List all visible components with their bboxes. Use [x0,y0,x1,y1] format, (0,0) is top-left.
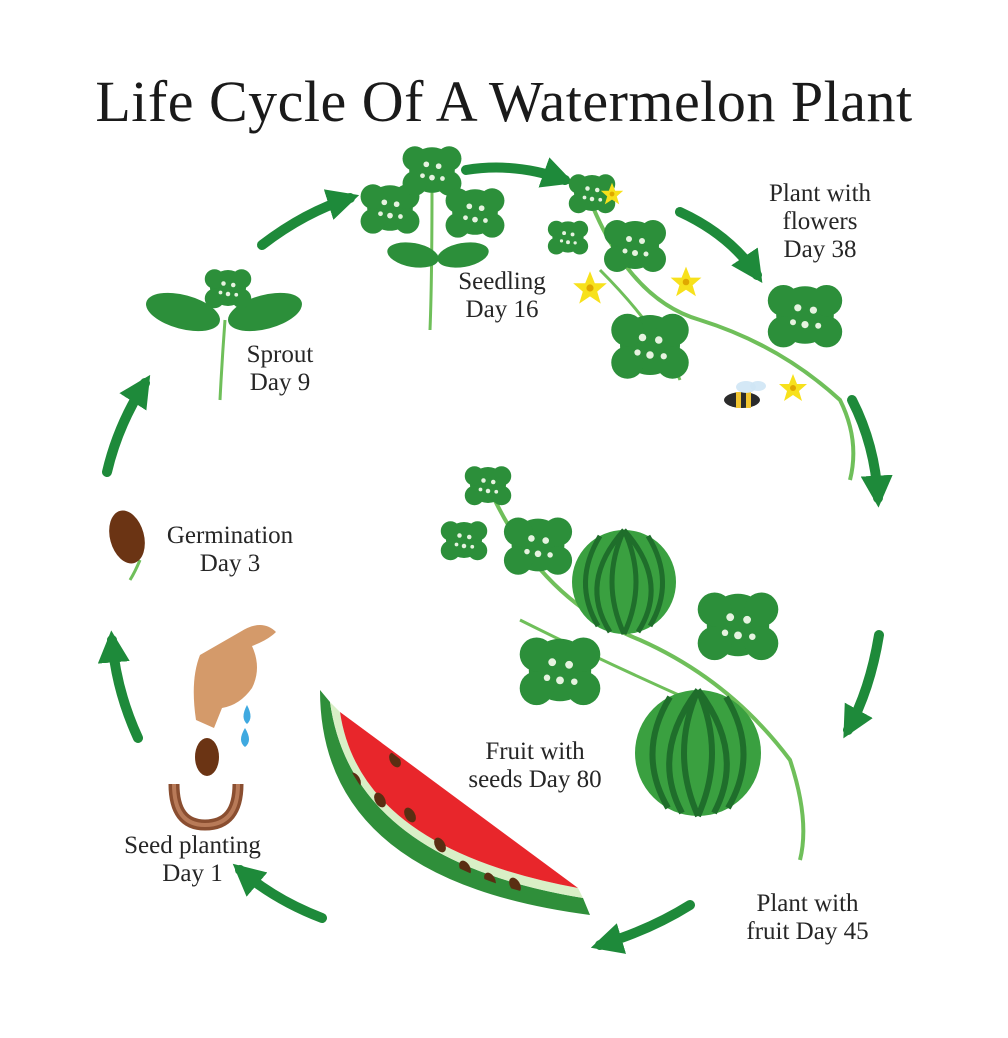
seed-icon [195,738,219,776]
watermelon-slice-icon [320,690,590,915]
cycle-arrow-icon [847,395,893,508]
leaf-icon [437,242,489,268]
label-fruit-plant: Plant with fruit Day 45 [746,890,869,945]
flower-icon [670,266,702,297]
leaf-icon [387,242,439,268]
label-flowers: Plant with flowers Day 38 [768,180,872,263]
seed-icon [109,510,145,564]
cycle-arrow-icon [675,207,763,283]
water-drop-icon [241,728,249,747]
cycle-arrows [97,157,893,954]
hand-icon [193,625,276,728]
germination-illustration [109,510,145,581]
bee-icon [724,381,766,408]
label-seedling: Seedling Day 16 [458,268,546,323]
leaf-icon [146,292,220,332]
label-seed-planting: Seed planting Day 1 [124,832,261,887]
watermelon-icon [572,528,676,636]
sprout-illustration [146,269,302,401]
flower-icon [779,374,807,401]
label-germination: Germination Day 3 [166,522,294,577]
flower-icon [573,271,607,304]
water-drop-icon [243,705,251,724]
flowering-plant-illustration [547,174,856,481]
cycle-arrow-icon [102,374,151,477]
seed-planting-illustration [168,625,276,831]
fruiting-plant-illustration [440,466,806,861]
label-sprout: Sprout Day 9 [246,341,314,396]
cycle-arrow-icon [97,630,143,743]
page-title: Life Cycle Of A Watermelon Plant [95,69,913,134]
cycle-arrow-icon [232,863,327,923]
seedling-illustration [360,146,505,331]
label-fruit-seeds: Fruit with seeds Day 80 [468,738,602,793]
cycle-arrow-icon [461,157,575,188]
cycle-arrow-icon [843,630,884,739]
cycle-arrow-icon [590,900,695,954]
cycle-arrow-icon [257,189,360,250]
watermelon-icon [635,688,761,818]
